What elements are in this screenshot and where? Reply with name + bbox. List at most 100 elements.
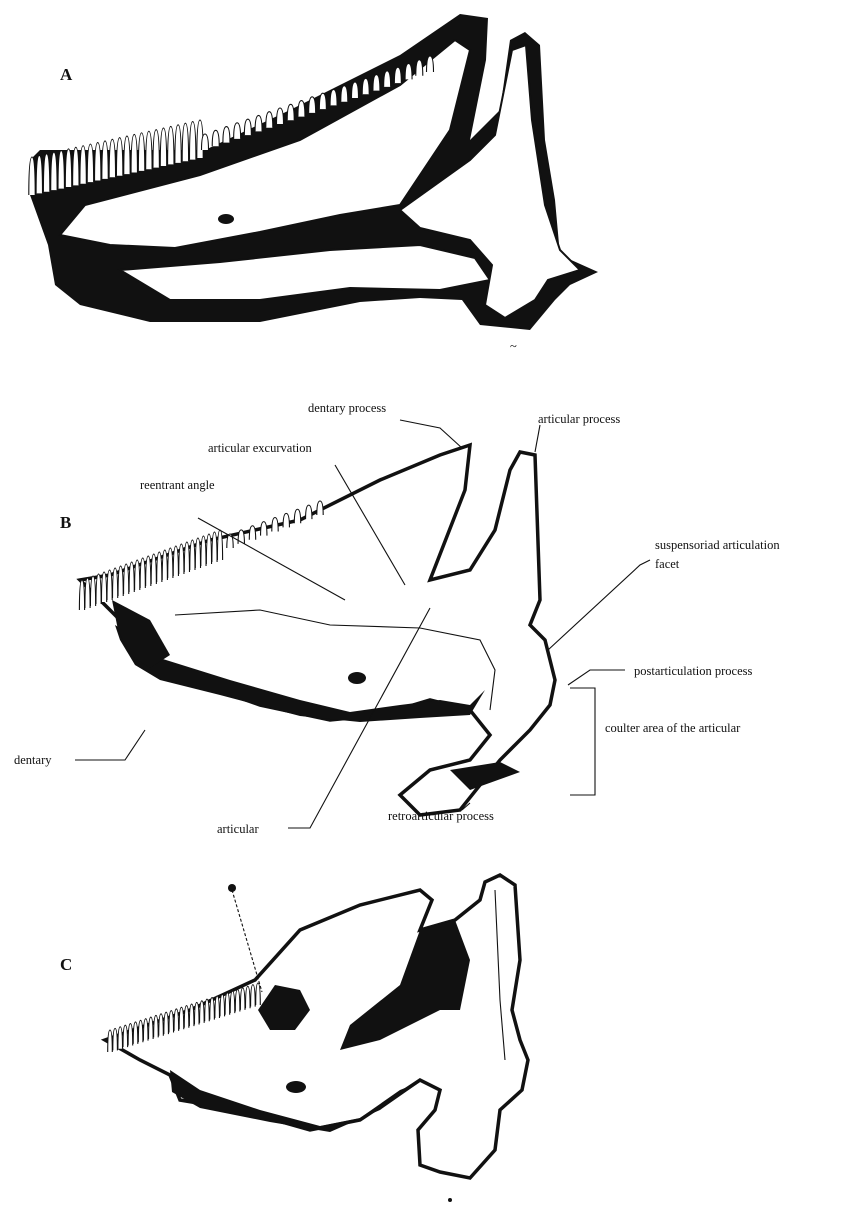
tooth (245, 986, 250, 1008)
leader-postarticulation (568, 670, 625, 685)
tooth (43, 154, 49, 192)
tooth (201, 536, 206, 566)
tooth (266, 112, 273, 128)
tooth (138, 133, 144, 171)
tooth (159, 1014, 164, 1036)
tooth (206, 534, 211, 564)
tooth (146, 131, 152, 169)
tooth (249, 526, 255, 540)
panel-a-mark: ~ (510, 339, 517, 353)
tooth (140, 558, 145, 588)
tooth (205, 999, 210, 1021)
tooth (189, 122, 195, 160)
tooth (223, 127, 230, 143)
tooth (151, 554, 156, 584)
label-reentrant-angle: reentrant angle (140, 478, 215, 492)
tooth (416, 60, 423, 76)
tooth (194, 1002, 199, 1024)
tooth (113, 568, 118, 598)
tooth (157, 552, 162, 582)
label-articular-process: articular process (538, 412, 620, 426)
tooth (184, 1006, 189, 1028)
label-retroarticular-process: retroarticular process (388, 809, 494, 823)
tooth (179, 1007, 184, 1029)
leader-suspensorial-facet (548, 560, 650, 650)
tooth (317, 501, 323, 515)
tooth (283, 513, 289, 527)
tooth (427, 56, 434, 72)
tooth (405, 63, 412, 79)
tooth (272, 518, 278, 532)
tooth (133, 1022, 138, 1044)
tooth (212, 130, 219, 146)
tooth (131, 134, 137, 172)
tooth (182, 123, 188, 161)
tooth (200, 1001, 205, 1023)
panel-c: C (60, 875, 528, 1202)
tooth (135, 560, 140, 590)
tooth (51, 152, 57, 190)
tooth (95, 143, 101, 181)
tooth (341, 86, 348, 102)
tooth (96, 574, 101, 604)
tooth (174, 1009, 179, 1031)
panel-c-letter: C (60, 955, 72, 974)
label-suspensorial-facet-2: facet (655, 557, 680, 571)
tooth (73, 147, 79, 185)
label-postarticulation-process: postarticulation process (634, 664, 753, 678)
tooth (124, 564, 129, 594)
tooth (394, 67, 401, 83)
tooth (215, 996, 220, 1018)
tooth (58, 151, 64, 189)
tooth (240, 988, 245, 1010)
panel-c-bottom-dot (448, 1198, 452, 1202)
tooth (217, 530, 222, 560)
leader-coulter-bracket (570, 688, 595, 795)
tooth (168, 548, 173, 578)
tooth (298, 101, 305, 117)
tooth (128, 1024, 133, 1046)
tooth (202, 134, 209, 150)
tooth (102, 141, 108, 179)
tooth (118, 1027, 123, 1049)
tooth (124, 136, 130, 174)
tooth (85, 578, 90, 608)
tooth (220, 994, 225, 1016)
label-coulter-area: coulter area of the articular (605, 721, 741, 735)
tooth (101, 572, 106, 602)
tooth (138, 1020, 143, 1042)
tooth (65, 149, 71, 187)
leader-dentary (75, 730, 145, 760)
tooth (244, 119, 251, 135)
tooth (294, 509, 300, 523)
tooth (225, 993, 230, 1015)
tooth (146, 556, 151, 586)
tooth (306, 505, 312, 519)
tooth (256, 983, 261, 1005)
label-articular-excurvation: articular excurvation (208, 441, 313, 455)
tooth (261, 522, 267, 536)
panel-c-marker-line (232, 890, 262, 992)
tooth (87, 144, 93, 182)
tooth (234, 123, 241, 139)
tooth (287, 104, 294, 120)
tooth (149, 1017, 154, 1039)
tooth (195, 538, 200, 568)
panel-a: A ~ (29, 14, 598, 353)
tooth (109, 139, 115, 177)
tooth (173, 546, 178, 576)
leader-dentary-process (400, 420, 462, 448)
label-suspensorial-facet-1: suspensoriad articulation (655, 538, 780, 552)
tooth (169, 1011, 174, 1033)
tooth (179, 544, 184, 574)
tooth (330, 89, 337, 105)
panel-b-foramen (348, 672, 366, 684)
tooth (118, 566, 123, 596)
tooth (79, 580, 84, 610)
tooth (162, 550, 167, 580)
tooth (230, 991, 235, 1013)
panel-c-foramen (286, 1081, 306, 1093)
leader-articular-process (535, 425, 540, 452)
panel-a-foramen (218, 214, 234, 224)
